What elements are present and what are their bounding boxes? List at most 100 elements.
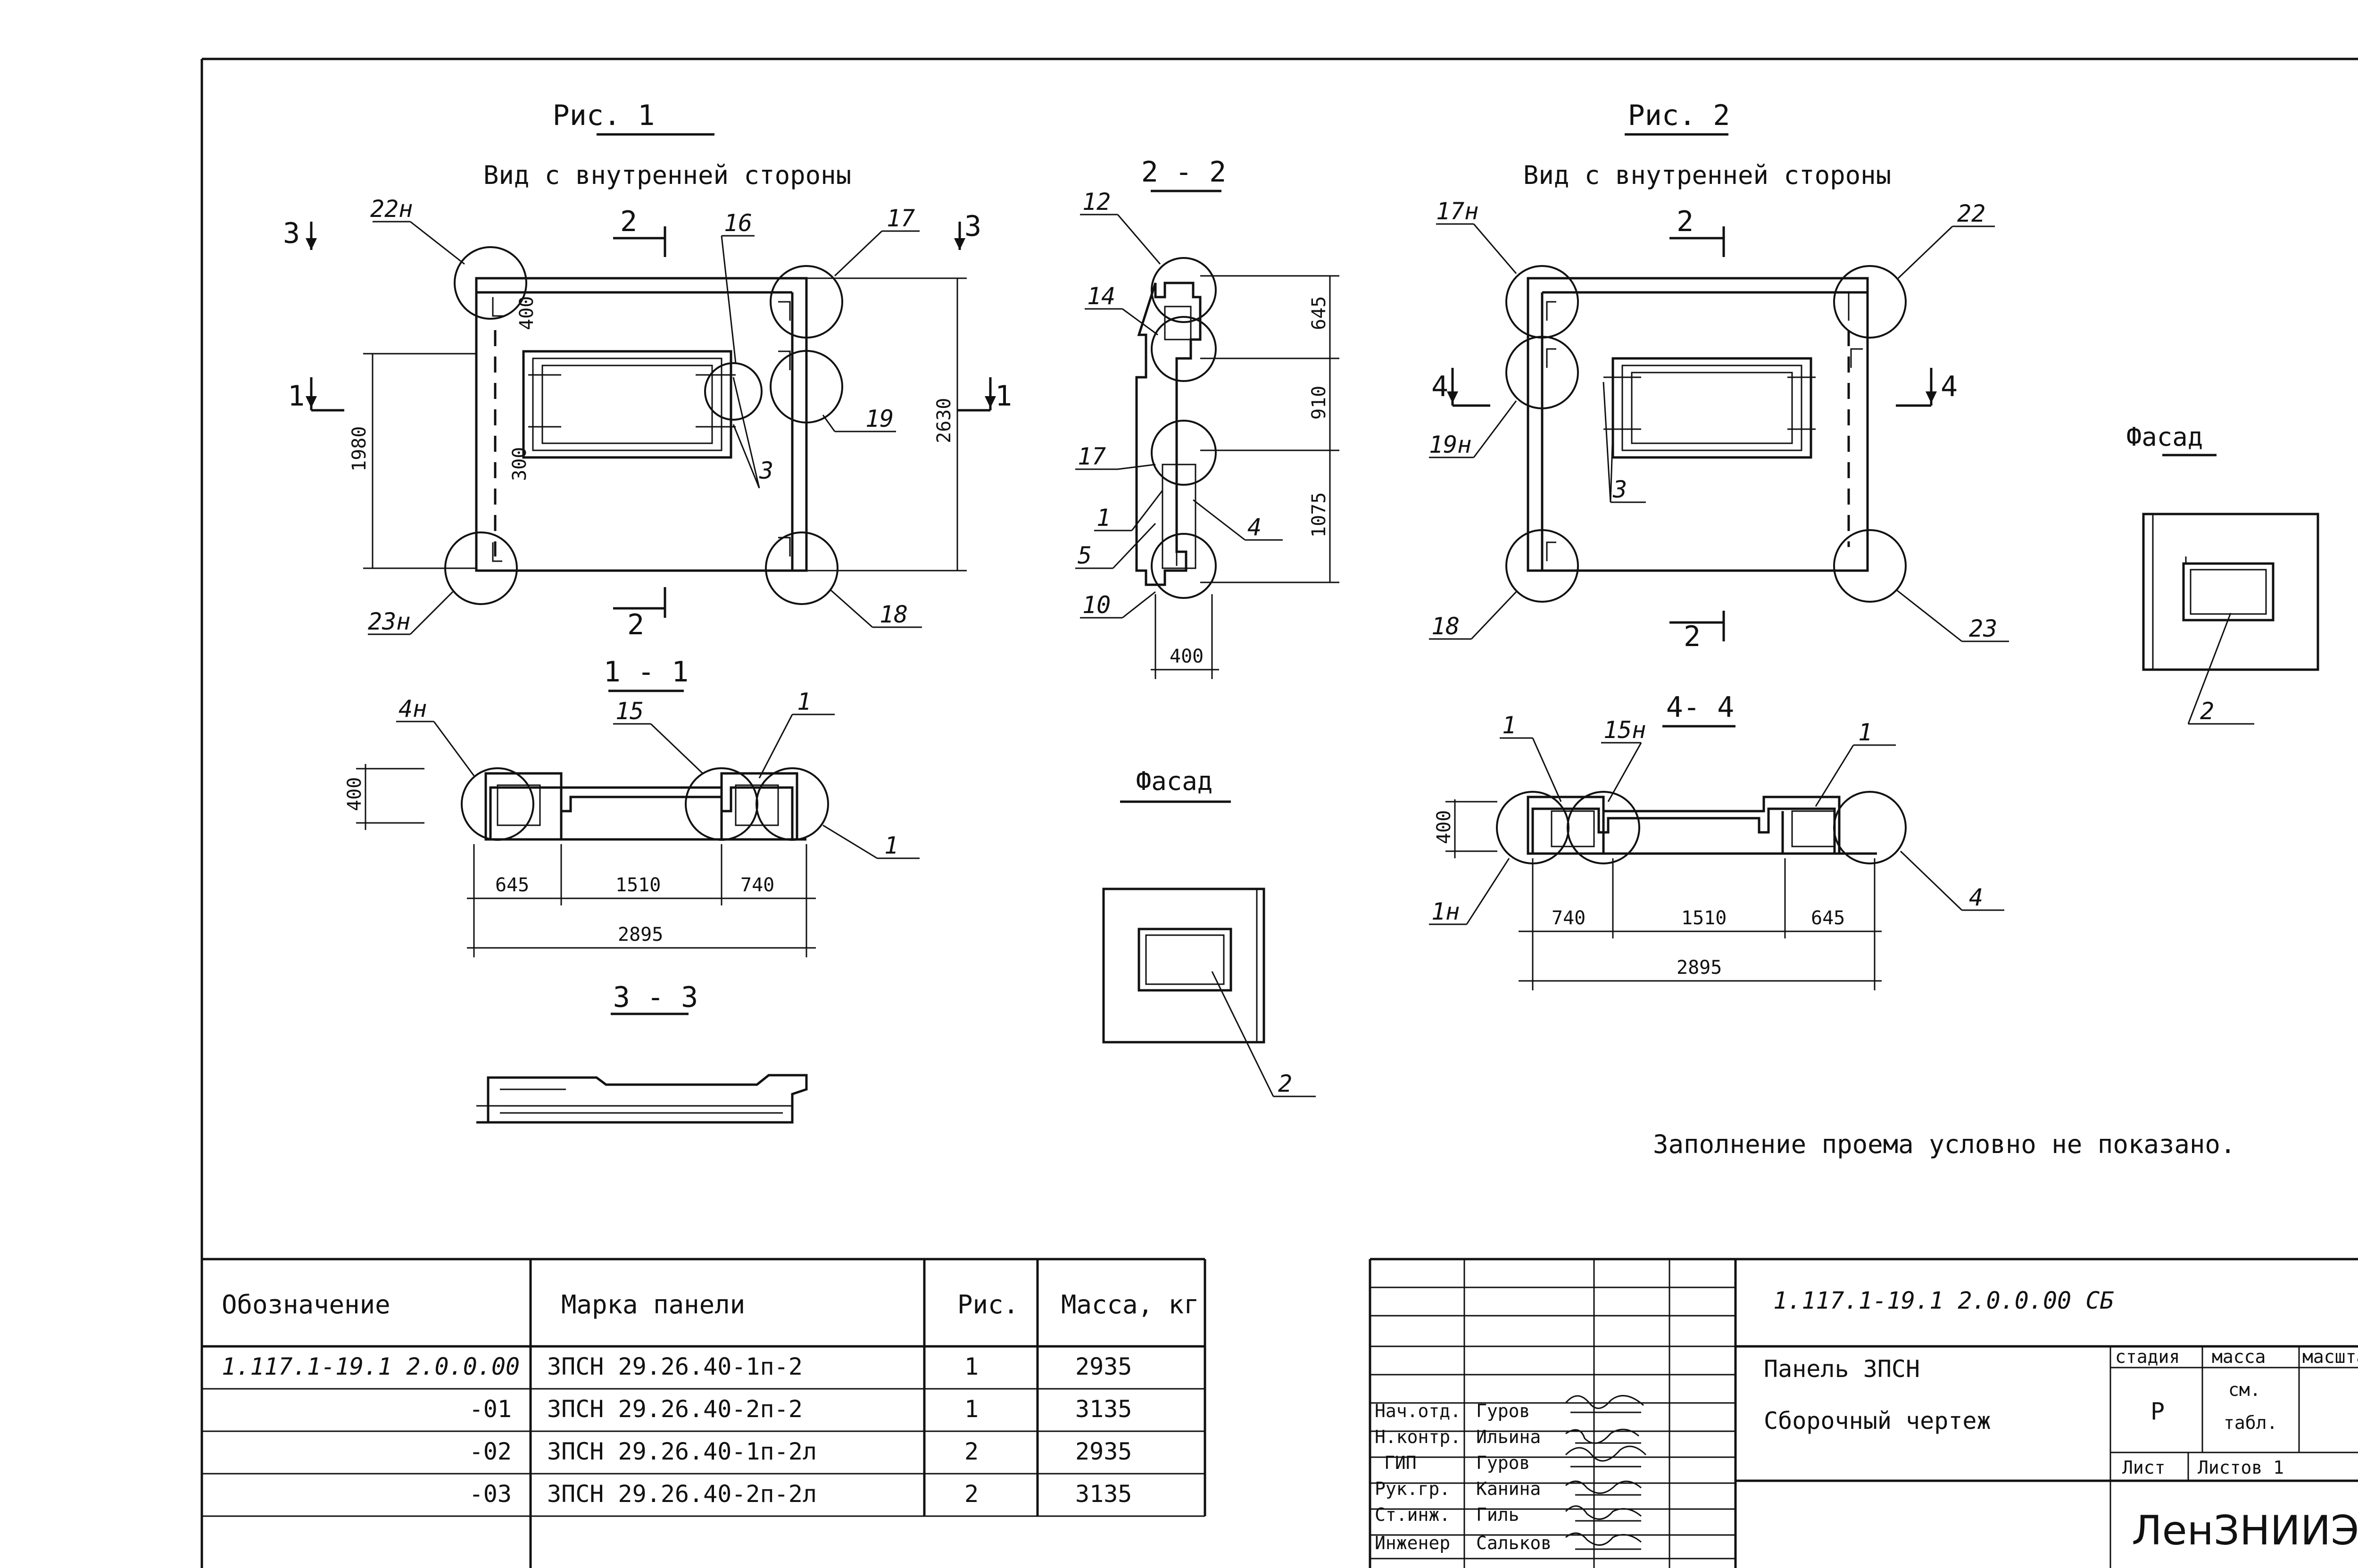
table-row: -02 3ПСН 29.26.40-1п-2л 2 2935 bbox=[469, 1438, 1132, 1465]
sec44-profile bbox=[1527, 796, 1841, 855]
fig2-callout-19n: 19н bbox=[1429, 431, 1471, 458]
sec22-callout-4: 4 bbox=[1247, 514, 1262, 541]
sec44-title: 4- 4 bbox=[1666, 691, 1735, 724]
sec11-dim-645: 645 bbox=[495, 874, 529, 896]
fig1-callout-22n: 22н bbox=[370, 195, 413, 223]
fig2-section-marks: 2 2 4 4 bbox=[1431, 205, 1958, 653]
staff-role-6: Инженер bbox=[1375, 1533, 1450, 1553]
fig1-node-17 bbox=[770, 265, 843, 339]
fig1-node-22n bbox=[454, 246, 527, 320]
sec11-dim-2895: 2895 bbox=[618, 924, 663, 946]
section-1-1: 1 - 1 4н 15 1 1 400 645 1510 740 2895 bbox=[344, 655, 920, 957]
sec11-profile bbox=[484, 772, 798, 841]
svg-text:4: 4 bbox=[1431, 370, 1448, 403]
fig1-callout-16: 16 bbox=[724, 209, 752, 237]
fig2-callout-17n: 17н bbox=[1436, 198, 1478, 225]
staff-name-5: Гиль bbox=[1476, 1504, 1519, 1525]
spec-header-designation: Обозначение bbox=[222, 1290, 390, 1319]
sec22-profile bbox=[1135, 282, 1202, 586]
svg-text:3ПСН 29.26.40-2п-2л: 3ПСН 29.26.40-2п-2л bbox=[547, 1480, 817, 1508]
svg-text:3: 3 bbox=[283, 217, 300, 250]
facade-middle: Фасад 2 bbox=[1102, 766, 1316, 1097]
sheet-label: Лист bbox=[2122, 1457, 2166, 1478]
signature-scribbles bbox=[1565, 1395, 1647, 1550]
staff-role-1: Нач.отд. bbox=[1375, 1401, 1461, 1421]
table-row: -03 3ПСН 29.26.40-2п-2л 2 3135 bbox=[469, 1480, 1132, 1508]
svg-text:3ПСН 29.26.40-1п-2л: 3ПСН 29.26.40-1п-2л bbox=[547, 1438, 817, 1465]
staff-name-1: Гуров bbox=[1476, 1401, 1530, 1421]
fig1-callout-23n: 23н bbox=[368, 608, 410, 635]
sec11-callout-4n: 4н bbox=[399, 695, 427, 722]
svg-text:3: 3 bbox=[964, 210, 981, 243]
svg-text:1.117.1-19.1 2.0.0.00: 1.117.1-19.1 2.0.0.00 bbox=[222, 1353, 520, 1380]
svg-text:3ПСН 29.26.40-1п-2: 3ПСН 29.26.40-1п-2 bbox=[547, 1353, 803, 1380]
fig2-view: Рис. 2 Вид с внутренней стороны 17н 22 1… bbox=[1429, 99, 2009, 653]
svg-text:-02: -02 bbox=[469, 1438, 512, 1465]
fig1-dim-300: 300 bbox=[509, 447, 531, 481]
staff-name-4: Канина bbox=[1476, 1478, 1541, 1499]
sec11-callout-15: 15 bbox=[615, 697, 644, 725]
sec22-node-10 bbox=[1151, 533, 1217, 599]
sec44-callout-1a: 1 bbox=[1502, 712, 1516, 739]
svg-text:1: 1 bbox=[288, 380, 305, 413]
stage-header: стадия bbox=[2115, 1346, 2180, 1367]
svg-text:1: 1 bbox=[995, 380, 1012, 413]
stage-value: Р bbox=[2150, 1398, 2165, 1425]
facade2-callout: 2 bbox=[2200, 697, 2214, 725]
sec44-callout-4: 4 bbox=[1969, 884, 1983, 911]
fig2-panel-outline bbox=[1527, 277, 1869, 572]
svg-text:2: 2 bbox=[964, 1480, 979, 1508]
staff-role-5: Ст.инж. bbox=[1375, 1504, 1450, 1525]
svg-text:-01: -01 bbox=[469, 1395, 512, 1423]
fig1-callout-18: 18 bbox=[880, 601, 908, 628]
facade-right: Фасад 2 bbox=[2126, 422, 2319, 725]
sec44-callout-1b: 1 bbox=[1858, 719, 1872, 746]
fig1-node-19 bbox=[770, 350, 843, 423]
sec22-node-14 bbox=[1151, 316, 1217, 382]
fig1-title: Рис. 1 bbox=[553, 99, 655, 132]
title-name-line1: Панель 3ПСН bbox=[1764, 1355, 1920, 1383]
spec-header-mark: Марка панели bbox=[561, 1290, 745, 1319]
fig1-subtitle: Вид с внутренней стороны bbox=[483, 160, 851, 190]
sheets-label: Листов 1 bbox=[2198, 1457, 2284, 1478]
svg-text:1: 1 bbox=[964, 1395, 979, 1423]
sec44-dim-645: 645 bbox=[1811, 907, 1845, 929]
fig2-callout-22: 22 bbox=[1957, 200, 1985, 227]
sec22-title: 2 - 2 bbox=[1141, 156, 1227, 189]
sec22-dim-400: 400 bbox=[1170, 646, 1204, 667]
facade2-title: Фасад bbox=[2126, 422, 2203, 452]
fig1-section-marks: 3 3 2 2 1 1 bbox=[283, 205, 1012, 641]
fig1-dim-1980: 1980 bbox=[349, 426, 370, 472]
svg-text:-03: -03 bbox=[469, 1480, 512, 1508]
svg-text:3135: 3135 bbox=[1075, 1395, 1132, 1423]
sec22-node-12 bbox=[1151, 257, 1217, 323]
svg-text:3135: 3135 bbox=[1075, 1480, 1132, 1508]
sec33-profile bbox=[476, 1074, 808, 1124]
sec44-node-4 bbox=[1833, 791, 1907, 864]
facade1-callout: 2 bbox=[1278, 1070, 1292, 1097]
spec-header-fig: Рис. bbox=[957, 1290, 1019, 1319]
fig1-node-16 bbox=[704, 362, 763, 421]
sec11-title: 1 - 1 bbox=[604, 655, 689, 689]
svg-text:2: 2 bbox=[1677, 205, 1694, 238]
title-name-line2: Сборочный чертеж bbox=[1764, 1407, 1991, 1435]
facade1-panel bbox=[1102, 888, 1265, 1044]
section-3-3: 3 - 3 bbox=[476, 981, 808, 1124]
sheet-frame bbox=[200, 58, 2358, 1568]
fig2-title: Рис. 2 bbox=[1628, 99, 1730, 132]
fig1-dim-2630: 2630 bbox=[933, 398, 955, 443]
sec22-dim-645: 645 bbox=[1308, 296, 1330, 330]
svg-text:4: 4 bbox=[1941, 370, 1958, 403]
sec22-callout-14: 14 bbox=[1087, 282, 1115, 310]
fig2-callout-18: 18 bbox=[1431, 613, 1460, 640]
fig1-callout-19: 19 bbox=[865, 405, 894, 432]
fig2-window bbox=[1611, 357, 1812, 459]
spec-header-mass: Масса, кг bbox=[1061, 1290, 1199, 1319]
sec11-callout-1a: 1 bbox=[797, 688, 811, 715]
svg-text:2: 2 bbox=[620, 205, 637, 238]
doc-code: 1.117.1-19.1 2.0.0.00 СБ bbox=[1773, 1287, 2114, 1314]
sec11-node-1 bbox=[756, 767, 829, 841]
facade2-panel bbox=[2142, 513, 2319, 671]
sec44-callout-15n: 15н bbox=[1603, 716, 1646, 744]
staff-role-4: Рук.гр. bbox=[1375, 1478, 1450, 1499]
